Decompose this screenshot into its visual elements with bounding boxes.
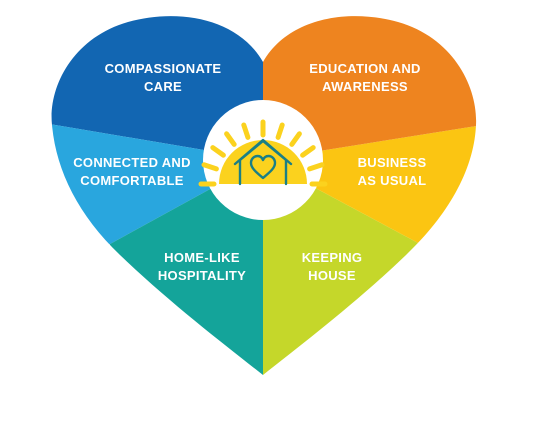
- sun-ray: [224, 131, 237, 147]
- house-heart-icon: [233, 138, 293, 186]
- sun-ray: [289, 131, 302, 147]
- sun-ray: [201, 162, 219, 172]
- sun-rays-icon: [198, 119, 328, 187]
- sun-ray: [307, 162, 325, 172]
- sun-ray: [210, 145, 226, 158]
- center-logo: [198, 100, 328, 220]
- sun-ray: [241, 122, 251, 140]
- sun-ray: [300, 145, 316, 158]
- sun-ray: [275, 122, 285, 140]
